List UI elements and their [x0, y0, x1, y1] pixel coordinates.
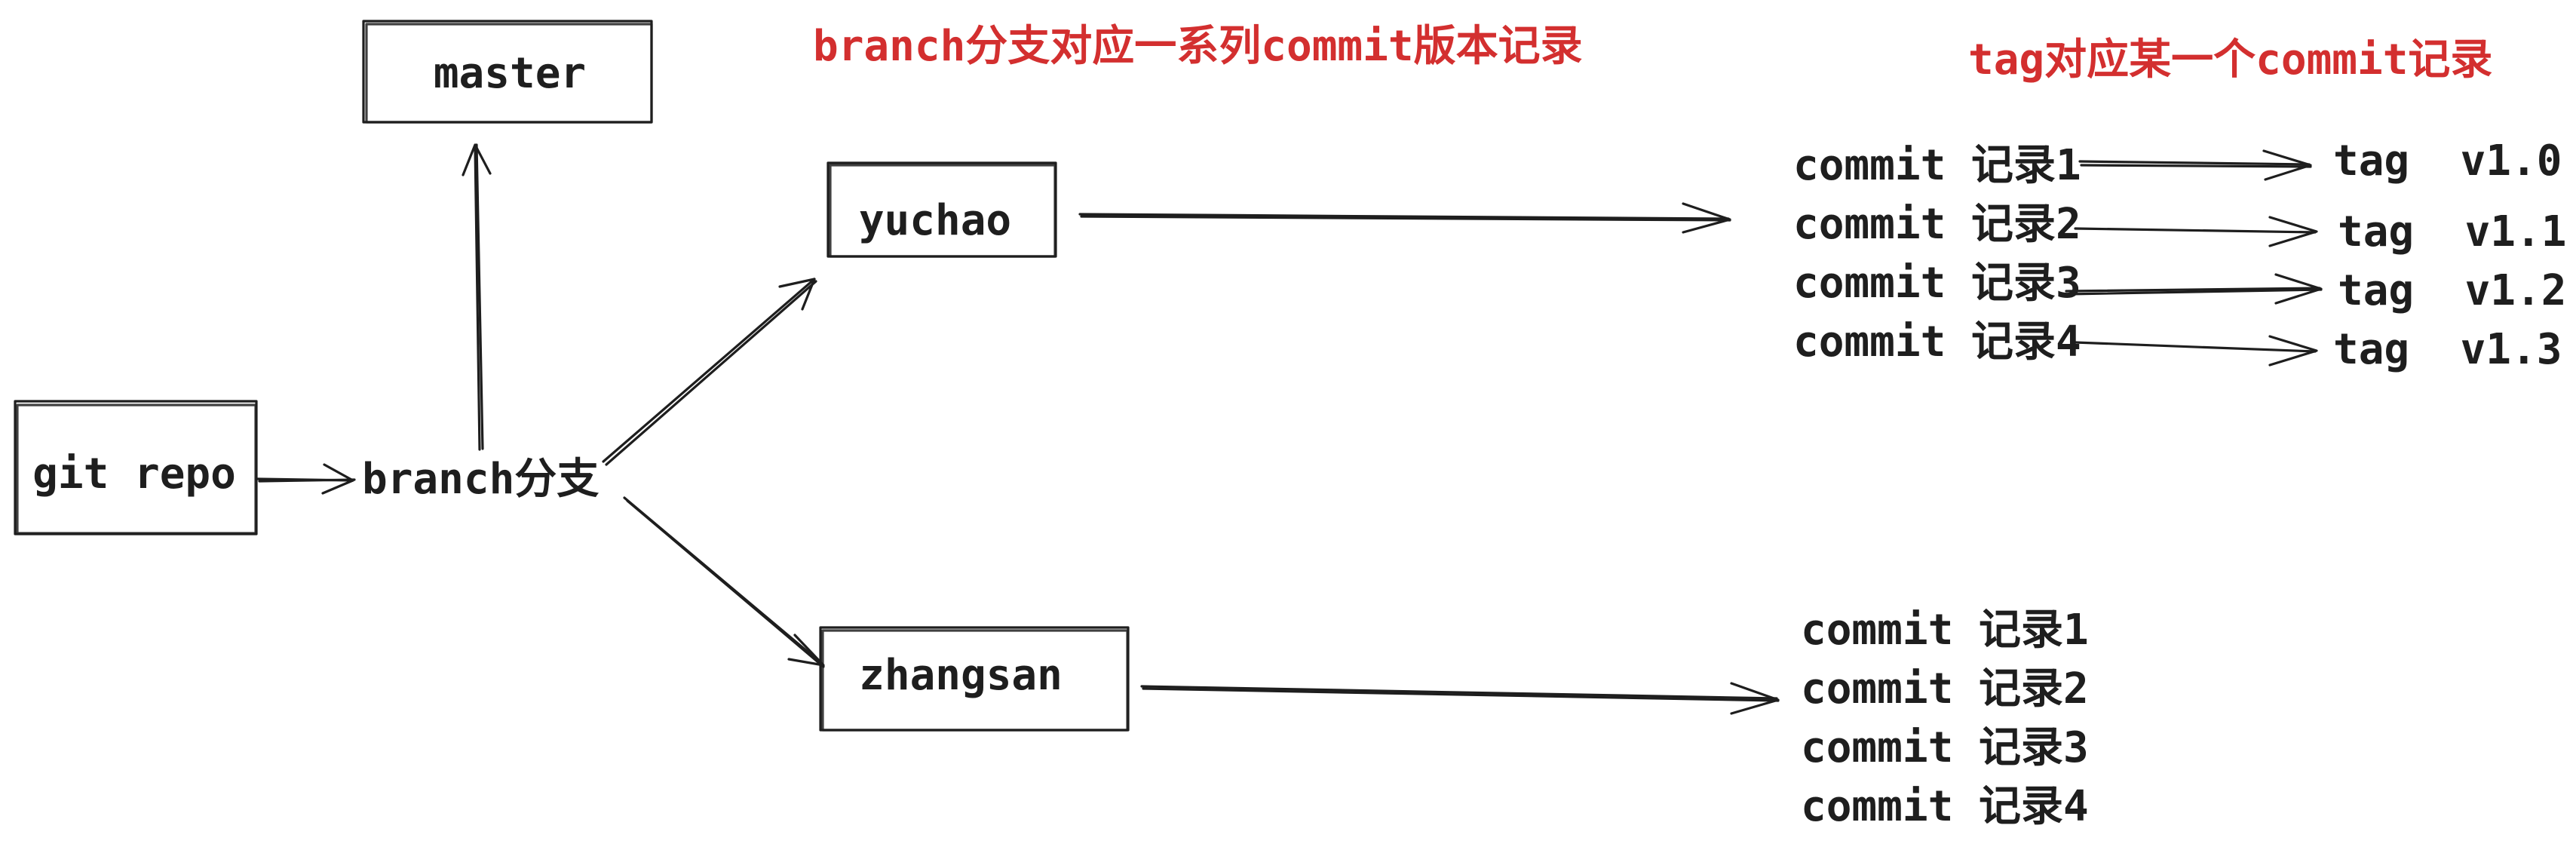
zhangsan-label: zhangsan [859, 651, 1063, 700]
yuchao-commit-list: commit 记录1 commit 记录2 commit 记录3 commit … [1793, 141, 2081, 367]
yuchao-node: yuchao [826, 161, 1057, 258]
branch-note: branch分支对应一系列commit版本记录 [813, 22, 1583, 71]
arrow-commit4-to-tag [2074, 335, 2318, 367]
tag-v1-0: tag v1.0 [2333, 137, 2562, 186]
tag-v1-1: tag v1.1 [2338, 207, 2566, 256]
tag-note: tag对应某一个commit记录 [1968, 35, 2492, 84]
tag-list: tag v1.0 tag v1.1 tag v1.2 tag v1.3 [2333, 137, 2566, 374]
arrow-zhangsan-to-commits [1140, 682, 1780, 715]
zhangsan-node: zhangsan [819, 626, 1130, 732]
arrow-branch-to-zhangsan [623, 496, 825, 668]
arrow-commit1-to-tag [2078, 149, 2312, 181]
zhangsan-commit-3: commit 记录3 [1801, 723, 2089, 772]
yuchao-label: yuchao [859, 196, 1011, 245]
yuchao-commit-2: commit 记录2 [1793, 200, 2081, 249]
yuchao-commit-4: commit 记录4 [1793, 318, 2081, 367]
yuchao-commit-1: commit 记录1 [1793, 141, 2081, 190]
tag-v1-3: tag v1.3 [2333, 325, 2562, 374]
tag-v1-2: tag v1.2 [2338, 266, 2566, 315]
master-node: master [362, 20, 653, 124]
arrow-commit2-to-tag [2074, 216, 2318, 247]
arrow-branch-to-master [462, 143, 492, 451]
arrow-commit3-to-tag [2065, 273, 2323, 305]
yuchao-commit-3: commit 记录3 [1793, 259, 2081, 308]
zhangsan-commit-2: commit 记录2 [1801, 664, 2089, 713]
arrow-branch-to-yuchao [602, 278, 817, 466]
git-repo-node: git repo [14, 400, 258, 535]
arrow-yuchao-to-commits [1078, 202, 1731, 234]
git-repo-label: git repo [32, 450, 236, 499]
zhangsan-commit-4: commit 记录4 [1801, 782, 2089, 831]
branch-label: branch分支 [362, 455, 599, 504]
arrow-repo-to-branch [256, 463, 356, 495]
zhangsan-commit-1: commit 记录1 [1801, 606, 2089, 655]
master-label: master [434, 49, 586, 98]
zhangsan-commit-list: commit 记录1 commit 记录2 commit 记录3 commit … [1801, 606, 2089, 831]
